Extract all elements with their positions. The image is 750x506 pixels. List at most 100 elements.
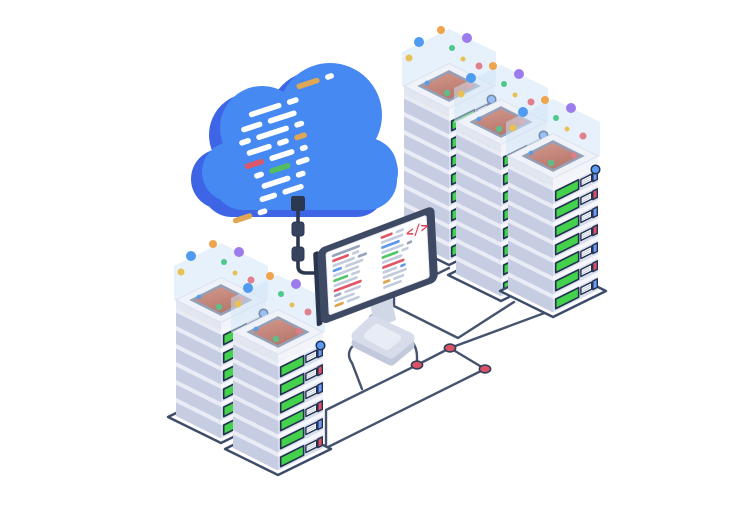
monitor-code-line	[382, 267, 407, 279]
data-particle	[243, 283, 253, 293]
data-particle	[443, 89, 451, 97]
data-particle	[215, 303, 223, 311]
data-particle	[247, 276, 255, 284]
monitor-code-line	[382, 258, 405, 269]
data-particle	[424, 80, 430, 86]
server-unit	[508, 164, 601, 205]
data-particle	[414, 37, 424, 47]
data-particle	[501, 81, 507, 87]
cable-plug-icon	[291, 196, 305, 211]
monitor-code-line	[381, 239, 400, 249]
data-particle	[253, 326, 259, 332]
monitor-code-line	[333, 279, 362, 293]
data-particle	[547, 159, 555, 167]
cloud-code-line	[254, 156, 310, 179]
server-unit	[233, 394, 324, 435]
data-particle	[528, 150, 534, 156]
monitor-code-line	[332, 258, 364, 273]
server-tower-right-front	[498, 96, 608, 319]
data-particle	[541, 96, 549, 104]
monitor-code-line	[332, 265, 360, 278]
cable-connector	[291, 246, 305, 262]
network-wire	[324, 363, 419, 453]
data-particle	[177, 268, 185, 276]
network-node	[443, 343, 457, 353]
data-particle	[209, 240, 217, 248]
cloud-code-line	[296, 73, 334, 90]
server-unit	[508, 218, 599, 259]
server-unit	[233, 358, 324, 399]
cloud-code-line	[239, 120, 305, 146]
data-particle	[186, 251, 196, 261]
data-particle	[564, 126, 570, 132]
cloud-code-line	[246, 132, 307, 156]
server-unit	[508, 254, 599, 295]
data-particle	[272, 335, 280, 343]
monitor-base-highlight	[364, 324, 401, 350]
data-particle	[466, 73, 476, 83]
server-unit	[508, 200, 599, 241]
monitor-code-line	[381, 254, 403, 264]
monitor: </>	[313, 207, 438, 366]
data-particle	[289, 302, 295, 308]
monitor-code-line	[332, 252, 368, 268]
data-particle	[475, 62, 483, 70]
tower-top-screen	[246, 316, 310, 348]
monitor-code-line	[381, 240, 413, 254]
data-particle	[509, 124, 517, 132]
server-towers	[166, 26, 608, 477]
cloud-code-line	[259, 183, 304, 203]
data-particle	[460, 56, 466, 62]
server-unit	[508, 236, 599, 277]
monitor-code-line	[380, 233, 404, 244]
monitor-code-line	[383, 279, 402, 289]
data-particle	[196, 294, 202, 300]
monitor-code-line	[380, 228, 404, 239]
cloud-code-line	[261, 170, 306, 189]
data-particle	[234, 300, 242, 308]
server-unit	[233, 376, 324, 417]
monitor-code-line	[333, 276, 358, 288]
cable-connector	[291, 221, 305, 237]
cloud-code-line	[248, 97, 299, 118]
server-unit	[508, 272, 599, 313]
data-particle	[304, 308, 312, 316]
server-unit	[233, 340, 326, 381]
server-unit	[233, 430, 324, 471]
data-particle	[278, 291, 284, 297]
cloud-code-line	[232, 208, 268, 224]
monitor-code-line	[382, 273, 405, 284]
data-particle	[566, 103, 576, 113]
data-particle	[405, 54, 413, 62]
data-particle	[527, 98, 535, 106]
data-particle	[234, 247, 244, 257]
monitor-code-line	[381, 246, 409, 259]
data-particle	[514, 69, 524, 79]
monitor-code-line	[331, 244, 360, 258]
monitor-code-line	[332, 250, 360, 263]
cloud-code-line	[241, 110, 297, 133]
network-node	[478, 364, 492, 374]
data-particle	[449, 45, 455, 51]
cloud-body	[202, 63, 398, 210]
monitor-code-line	[334, 292, 355, 303]
data-particle	[232, 270, 238, 276]
data-particle	[495, 125, 503, 133]
server-tower-left-front	[223, 272, 333, 477]
data-particle	[571, 152, 577, 158]
data-particle	[457, 90, 465, 98]
data-particle	[476, 116, 482, 122]
server-unit	[233, 412, 324, 453]
data-particle	[266, 272, 274, 280]
cloud-code-line	[244, 144, 308, 170]
data-particle	[553, 115, 559, 121]
data-particle	[221, 259, 227, 265]
cloud	[191, 63, 398, 224]
monitor-code-line	[334, 295, 360, 308]
data-particle	[489, 62, 497, 70]
server-unit	[508, 182, 599, 223]
cloud-cable	[291, 196, 321, 275]
network-node	[410, 360, 424, 370]
